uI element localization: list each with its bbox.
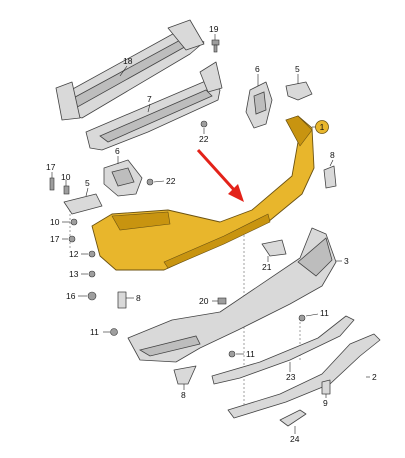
callout-5-right: 5: [295, 64, 300, 74]
callout-23: 23: [286, 372, 296, 382]
callout-5-left: 5: [85, 178, 90, 188]
callout-8-bottom: 8: [181, 390, 186, 400]
callout-8-middle: 8: [136, 293, 141, 303]
screw-22-left: [146, 178, 165, 186]
clip-10-upper: [63, 180, 70, 195]
callout-17-upper: 17: [46, 162, 56, 172]
callout-1: 1: [320, 122, 325, 132]
clip-9: [321, 379, 331, 398]
screw-11-left: [103, 328, 118, 336]
callout-13: 13: [69, 269, 79, 279]
callout-11-right: 11: [320, 308, 329, 318]
callout-22-upper: 22: [199, 134, 209, 144]
energy-absorber: [85, 61, 223, 151]
screw-11-right: [298, 313, 319, 322]
callout-6-right: 6: [255, 64, 260, 74]
callout-9: 9: [323, 398, 328, 408]
screw-19: [211, 34, 220, 53]
diffuser-trim: [227, 333, 381, 419]
bracket-8-right: [323, 159, 337, 189]
callout-11-left: 11: [90, 327, 99, 337]
reflector-24: [279, 409, 307, 434]
callout-22-left: 22: [166, 176, 176, 186]
bracket-21: [261, 239, 287, 262]
clip-10-lower: [62, 218, 78, 226]
screw-11-middle: [228, 350, 244, 358]
callout-21: 21: [262, 262, 272, 272]
screw-22-upper: [200, 120, 208, 134]
screw-17-lower: [62, 235, 76, 243]
reinforcement-bar: [55, 19, 205, 121]
callout-7: 7: [147, 94, 152, 104]
red-pointer-arrow-icon: [196, 148, 244, 202]
bracket-8-middle: [117, 291, 134, 309]
bumper-cover-highlighted: [91, 115, 318, 271]
screw-17-upper: [49, 172, 55, 191]
callout-10-upper: 10: [61, 172, 71, 182]
callout-24: 24: [290, 434, 300, 444]
bracket-5-left: [63, 187, 103, 215]
screw-12: [81, 250, 96, 258]
trim-strip: [211, 315, 355, 385]
highlight-badge: 1: [315, 120, 329, 134]
callout-18: 18: [123, 56, 133, 66]
bracket-8-bottom: [173, 365, 197, 390]
bracket-6-left: [103, 156, 143, 197]
callout-10-lower: 10: [50, 217, 60, 227]
clip-16: [78, 291, 97, 301]
lower-bumper-section: [127, 227, 342, 363]
bracket-5-right: [285, 74, 313, 101]
callout-2: 2: [372, 372, 377, 382]
callout-labels: 19 18 6 5 7 22 6 8 17 10 5 22 10 17 12 3…: [46, 24, 377, 444]
callout-8-right: 8: [330, 150, 335, 160]
screw-13: [81, 270, 96, 278]
clip-20: [212, 297, 227, 305]
callout-19: 19: [209, 24, 219, 34]
callout-11-middle: 11: [246, 349, 255, 359]
callout-16: 16: [66, 291, 76, 301]
callout-3: 3: [344, 256, 349, 266]
callout-12: 12: [69, 249, 79, 259]
callout-6-left: 6: [115, 146, 120, 156]
bracket-6-right: [245, 74, 273, 129]
callout-17-lower: 17: [50, 234, 60, 244]
callout-20: 20: [199, 296, 209, 306]
